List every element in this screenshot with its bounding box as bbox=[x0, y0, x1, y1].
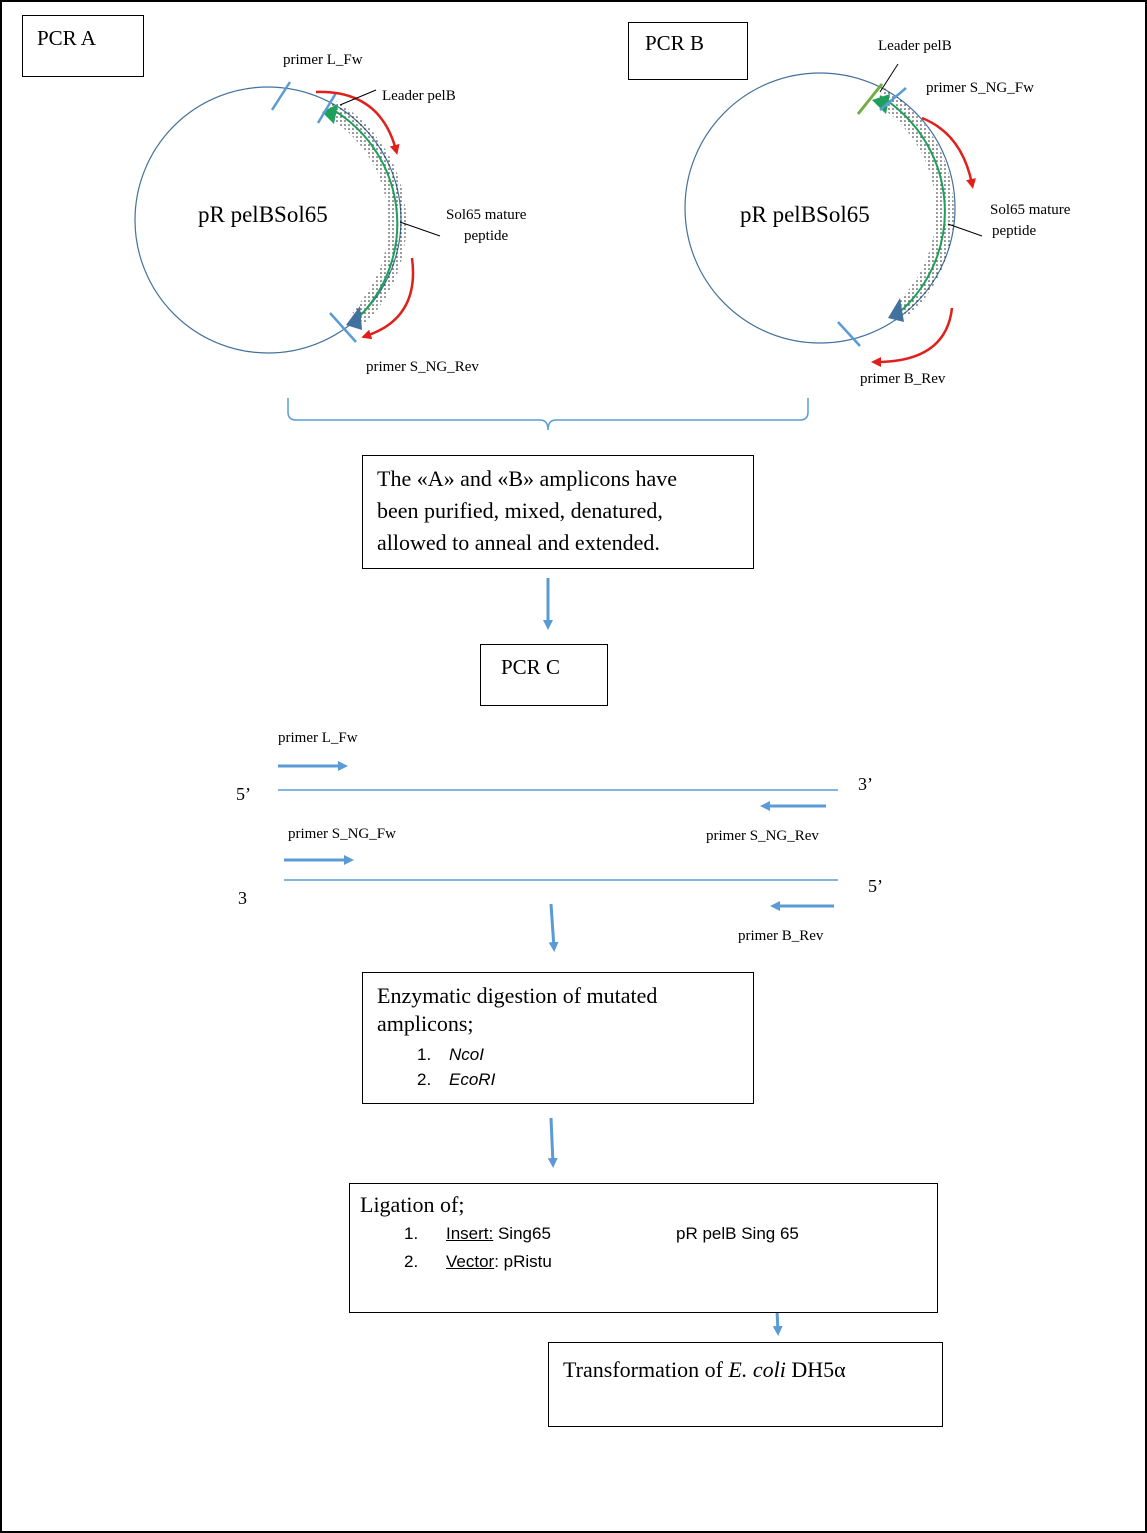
primer-a-fw-arc bbox=[315, 90, 400, 155]
strand-1-primer-fw: primer L_Fw bbox=[278, 730, 358, 746]
pcr-a-box: PCR A bbox=[22, 15, 144, 77]
strand-1-primer-rev: primer S_NG_Rev bbox=[706, 828, 819, 844]
strand-2-left-end: 3 bbox=[238, 888, 247, 908]
ligation-item-2-num: 2. bbox=[404, 1252, 419, 1271]
pcr-c-strands bbox=[278, 761, 838, 911]
pcr-a-mature-2: peptide bbox=[464, 228, 508, 244]
pcr-c-box: PCR C bbox=[480, 644, 608, 706]
digestion-box: Enzymatic digestion of mutated amplicons… bbox=[362, 972, 754, 1104]
insert-a-line bbox=[329, 107, 399, 319]
digestion-item-1-num: 1. bbox=[417, 1045, 432, 1064]
pcr-c-label: PCR C bbox=[501, 655, 560, 679]
pcr-b-mature-1: Sol65 mature bbox=[990, 202, 1071, 218]
end-b-marker bbox=[888, 298, 904, 322]
mature-b-callout bbox=[947, 223, 983, 237]
strand-2-right-end: 5’ bbox=[868, 876, 883, 896]
mature-a-callout bbox=[399, 221, 441, 237]
digestion-item-1: NcoI bbox=[449, 1045, 484, 1064]
pcr-b-label: PCR B bbox=[645, 31, 704, 55]
transformation-box: Transformation of E. coli DH5α bbox=[548, 1342, 943, 1427]
plasmid-b-circle bbox=[684, 72, 956, 344]
plasmid-b bbox=[684, 63, 983, 367]
pcr-b-mature-2: peptide bbox=[992, 223, 1036, 239]
digestion-line-2: amplicons; bbox=[377, 1011, 474, 1036]
pcr-a-primer-rev: primer S_NG_Rev bbox=[366, 359, 479, 375]
plasmid-a-name: pR pelBSol65 bbox=[198, 202, 328, 227]
ligation-item-2-value: : pRistu bbox=[494, 1252, 552, 1271]
ligation-item-1-label: Insert: bbox=[446, 1224, 494, 1243]
strand-2-primer-fw: primer S_NG_Fw bbox=[288, 826, 396, 842]
plasmid-b-name: pR pelBSol65 bbox=[740, 202, 870, 227]
pcr-b-box: PCR B bbox=[628, 22, 748, 80]
pcr-a-label: PCR A bbox=[37, 26, 96, 50]
tick-a-1 bbox=[270, 81, 292, 111]
digestion-item-2: EcoRI bbox=[449, 1070, 496, 1089]
transformation-suffix: DH5α bbox=[785, 1357, 846, 1382]
ligation-title: Ligation of; bbox=[360, 1192, 465, 1217]
pcr-b-primer-rev: primer B_Rev bbox=[860, 371, 946, 387]
strand-1-left-end: 5’ bbox=[236, 784, 251, 804]
end-a-marker bbox=[346, 306, 362, 330]
merge-line-3: allowed to anneal and extended. bbox=[377, 530, 660, 555]
pcr-a-mature-1: Sol65 mature bbox=[446, 207, 527, 223]
ligation-item-2-label: Vector bbox=[446, 1252, 495, 1271]
tick-b-leader bbox=[856, 83, 884, 115]
leader-a-marker bbox=[322, 104, 338, 124]
pcr-a-primer-fw: primer L_Fw bbox=[283, 52, 363, 68]
leader-b-callout bbox=[879, 63, 899, 93]
merge-box: The «A» and «B» amplicons have been puri… bbox=[362, 455, 754, 569]
digestion-item-2-num: 2. bbox=[417, 1070, 432, 1089]
leader-b-marker bbox=[872, 94, 890, 114]
insert-b-line bbox=[879, 95, 946, 311]
transformation-text: Transformation of E. coli DH5α bbox=[563, 1357, 846, 1383]
ligation-box: Ligation of; 1. Insert: Sing65 2. Vector… bbox=[349, 1183, 938, 1313]
plasmid-a bbox=[134, 81, 441, 354]
arrow-pcrc-to-digestion bbox=[548, 903, 559, 952]
insert-b-region bbox=[875, 88, 954, 317]
merge-line-1: The «A» and «B» amplicons have bbox=[377, 466, 677, 491]
tick-b-fw bbox=[879, 87, 907, 111]
ligation-item-1-num: 1. bbox=[404, 1224, 419, 1243]
transformation-prefix: Transformation of bbox=[563, 1357, 729, 1382]
pcr-a-leader: Leader pelB bbox=[382, 88, 456, 104]
primer-b-fw-arc bbox=[921, 116, 976, 189]
strand-2-primer-rev: primer B_Rev bbox=[738, 928, 824, 944]
ligation-product: pR pelB Sing 65 bbox=[676, 1224, 799, 1243]
merge-bracket bbox=[287, 398, 809, 431]
tick-a-2 bbox=[316, 92, 338, 124]
insert-a-region bbox=[325, 100, 407, 325]
ligation-item-1: Insert: Sing65 bbox=[446, 1224, 551, 1244]
ligation-item-1-value: Sing65 bbox=[493, 1224, 551, 1243]
digestion-line-1: Enzymatic digestion of mutated bbox=[377, 983, 658, 1008]
arrow-digestion-to-ligation bbox=[547, 1117, 558, 1168]
tick-a-3 bbox=[329, 312, 357, 343]
ligation-item-2: Vector: pRistu bbox=[446, 1252, 552, 1272]
pcr-b-leader: Leader pelB bbox=[878, 38, 952, 54]
tick-b-rev bbox=[837, 321, 861, 347]
pcr-b-primer-fw: primer S_NG_Fw bbox=[926, 80, 1034, 96]
strand-1-right-end: 3’ bbox=[858, 774, 873, 794]
primer-b-rev-arc bbox=[871, 307, 954, 367]
leader-a-callout bbox=[339, 89, 377, 106]
primer-a-rev-arc bbox=[361, 257, 415, 340]
merge-line-2: been purified, mixed, denatured, bbox=[377, 498, 663, 523]
transformation-species: E. coli bbox=[728, 1357, 786, 1382]
